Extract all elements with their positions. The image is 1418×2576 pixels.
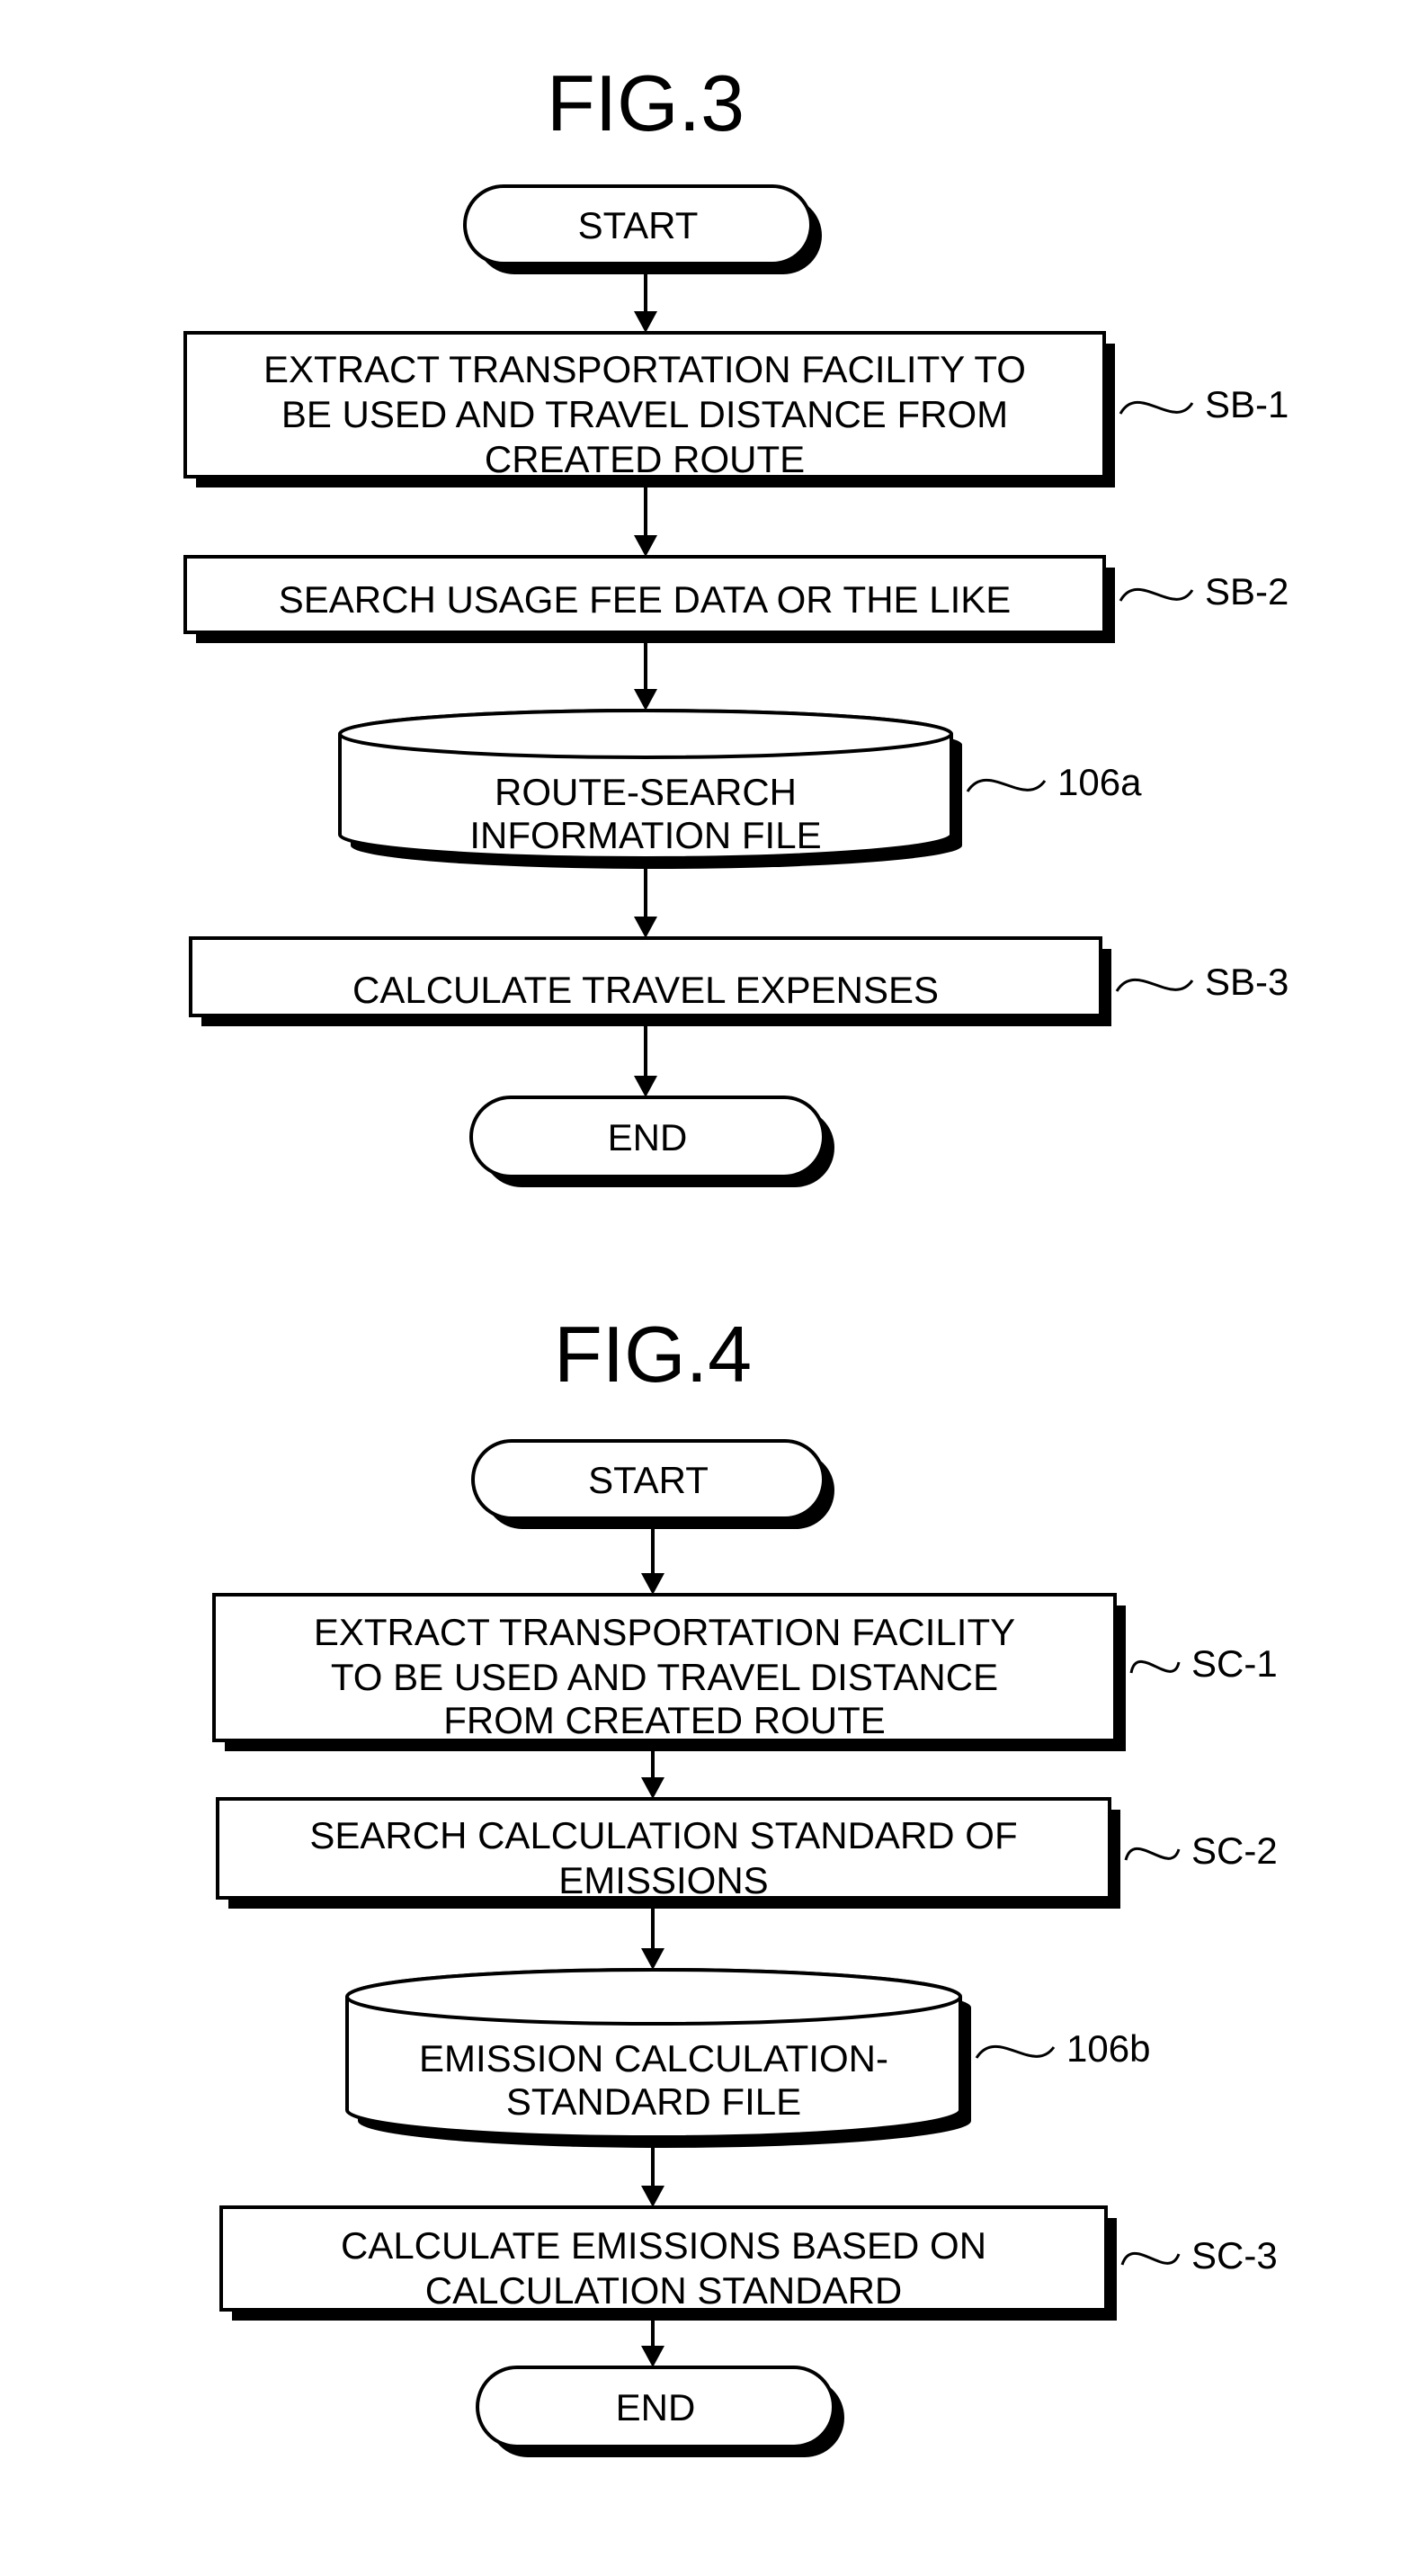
reference-label-sc-1-text: SC-1 [1191,1642,1278,1685]
process-box-sc-2: SEARCH CALCULATION STANDARD OFEMISSIONS [218,1799,1120,1909]
figure-title: FIG.4 [554,1310,752,1399]
reference-label-106a-text: 106a [1057,761,1142,803]
reference-label-sc-3-text: SC-3 [1191,2234,1278,2276]
reference-label-106b: 106b [977,2027,1150,2070]
reference-label-sc-2-text: SC-2 [1191,1829,1278,1872]
reference-label-sc-3: SC-3 [1122,2234,1278,2276]
start-terminal-label: START [578,204,699,246]
database-text-line: INFORMATION FILE [469,814,821,856]
process-box-text-line: FROM CREATED ROUTE [443,1699,886,1741]
process-box-text-line: TO BE USED AND TRAVEL DISTANCE [331,1656,998,1698]
flow-arrow [641,1518,664,1595]
end-terminal: END [477,2367,844,2457]
database-text-line: ROUTE-SEARCH [495,771,797,813]
process-box-text-line: EXTRACT TRANSPORTATION FACILITY [314,1611,1015,1653]
reference-label-sb-3-text: SB-3 [1205,961,1289,1003]
start-terminal: START [465,186,822,274]
end-terminal: END [471,1097,834,1187]
process-box-text-line: CALCULATION STANDARD [425,2269,903,2312]
flow-arrow [634,858,657,938]
reference-label-106b-text: 106b [1066,2027,1150,2070]
process-box-sb-2: SEARCH USAGE FEE DATA OR THE LIKE [185,557,1115,643]
reference-label-sb-1-text: SB-1 [1205,383,1289,425]
reference-label-sb-1: SB-1 [1120,383,1289,425]
process-box-sc-1: EXTRACT TRANSPORTATION FACILITYTO BE USE… [214,1595,1126,1751]
process-box-text-line: EMISSIONS [558,1859,768,1901]
end-terminal-label: END [608,1116,688,1158]
reference-label-sb-2: SB-2 [1120,570,1289,613]
flow-arrow [634,477,657,557]
flow-arrow [634,632,657,711]
process-box-text-line: EXTRACT TRANSPORTATION FACILITY TO [263,348,1026,390]
process-box-text-line: SEARCH USAGE FEE DATA OR THE LIKE [279,578,1012,621]
process-box-text-line: BE USED AND TRAVEL DISTANCE FROM [281,393,1008,435]
flow-arrow [634,1015,657,1097]
database-cylinder-106a: ROUTE-SEARCHINFORMATION FILE [340,711,962,869]
figure-title: FIG.3 [547,58,745,148]
database-cylinder-106b: EMISSION CALCULATION-STANDARD FILE [347,1970,971,2148]
process-box-sc-3: CALCULATE EMISSIONS BASED ONCALCULATION … [221,2207,1117,2321]
start-terminal-label: START [588,1459,709,1501]
reference-label-sb-2-text: SB-2 [1205,570,1289,613]
reference-label-sc-2: SC-2 [1126,1829,1278,1872]
process-box-text-line: CREATED ROUTE [485,438,805,480]
process-box-sb-1: EXTRACT TRANSPORTATION FACILITY TOBE USE… [185,333,1115,487]
database-text-line: STANDARD FILE [506,2080,801,2123]
process-box-text-line: SEARCH CALCULATION STANDARD OF [309,1814,1017,1856]
figure-4-flowchart: FIG.4 [554,1310,752,1399]
reference-label-106a: 106a [968,761,1142,803]
process-box-text-line: CALCULATE EMISSIONS BASED ON [341,2224,986,2267]
process-box-sb-3: CALCULATE TRAVEL EXPENSES [191,938,1111,1026]
database-text-line: EMISSION CALCULATION- [419,2037,888,2080]
start-terminal: START [473,1441,834,1529]
reference-label-sc-1: SC-1 [1131,1642,1278,1685]
reference-label-sb-3: SB-3 [1117,961,1289,1003]
end-terminal-label: END [616,2386,696,2428]
figure-3-flowchart: FIG.3 [547,58,745,148]
process-box-text-line: CALCULATE TRAVEL EXPENSES [352,969,939,1011]
